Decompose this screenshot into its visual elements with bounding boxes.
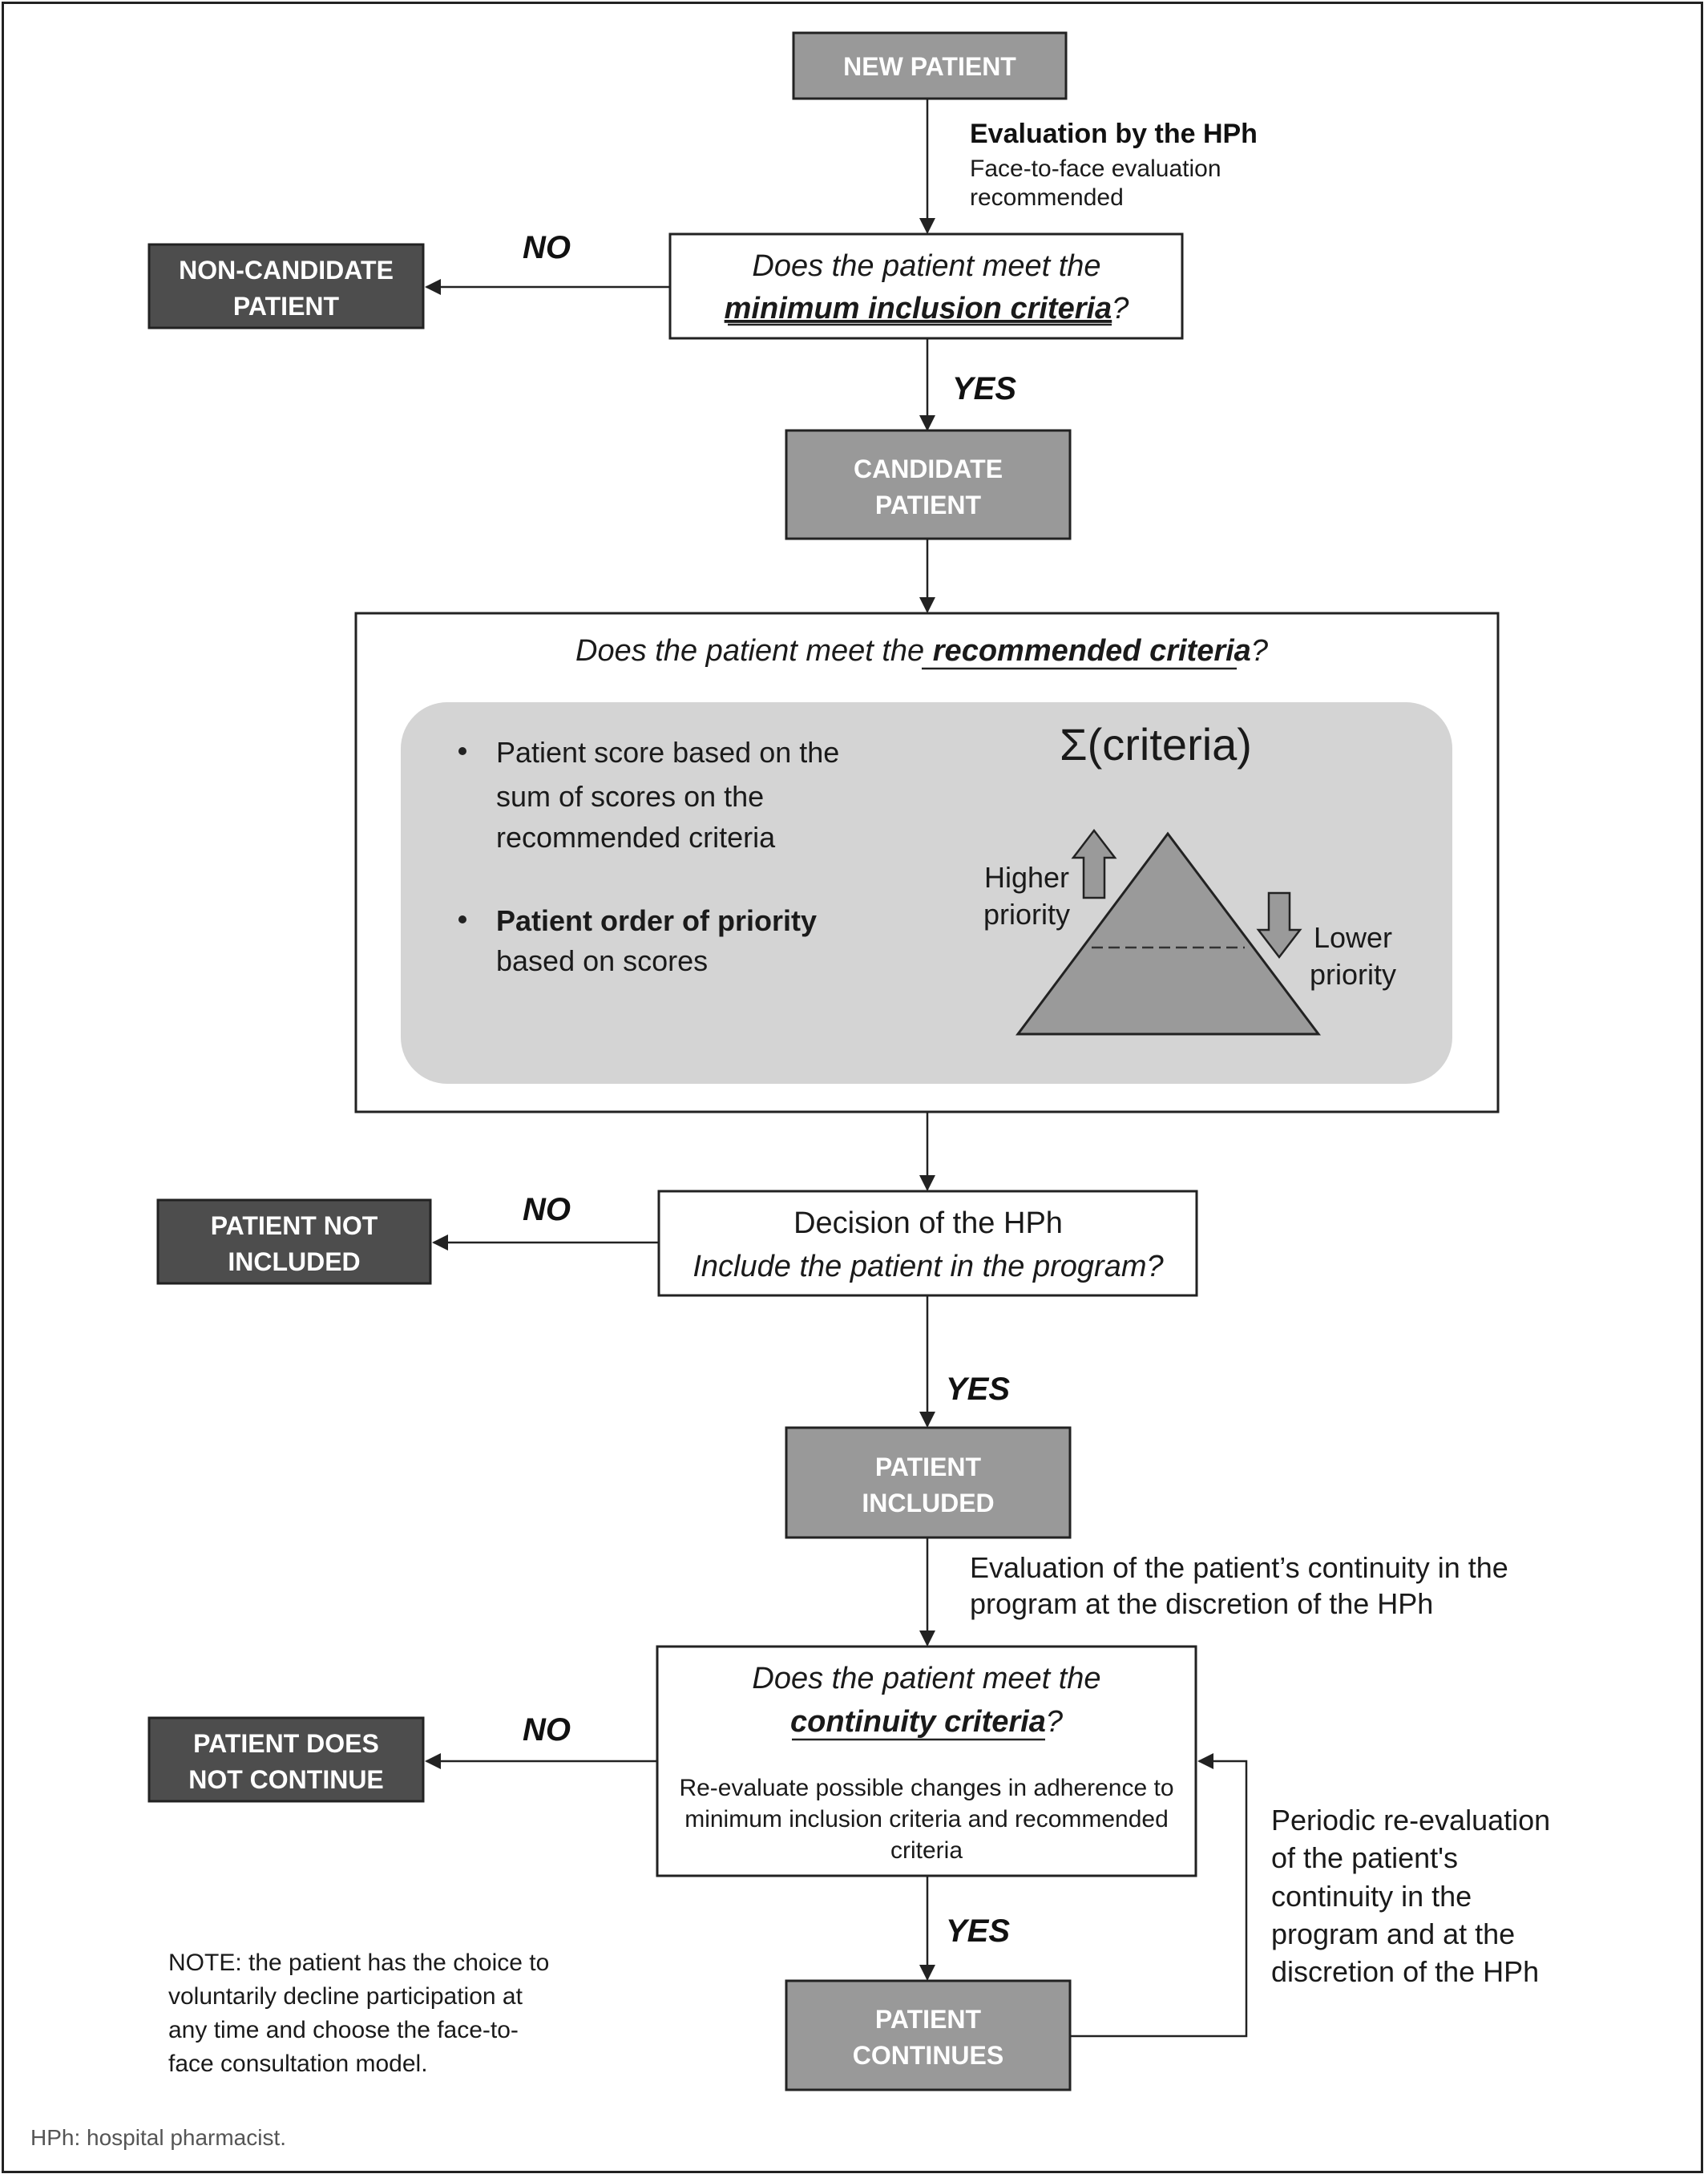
priority-pyramid <box>1016 831 1322 1036</box>
arrow-loop-continues-to-continuity <box>1070 1753 1248 2038</box>
note-line2: voluntarily decline participation at <box>168 1983 523 2010</box>
does-not-continue-line2: NOT CONTINUE <box>188 1765 384 1794</box>
periodic-line4: program and at the <box>1271 1917 1515 1950</box>
q-rec-emphasis: recommended criteria <box>933 634 1251 668</box>
note-line3: any time and choose the face-to- <box>168 2017 519 2043</box>
continues-line2: CONTINUES <box>853 2041 1003 2070</box>
included-line2: INCLUDED <box>862 1489 994 1517</box>
q-rec-end: ? <box>1251 634 1269 668</box>
does-not-continue-line1: PATIENT DOES <box>193 1729 379 1758</box>
decision-line2: Include the patient in the program? <box>692 1250 1164 1283</box>
question-minimum-criteria: Does the patient meet the minimum inclus… <box>668 232 1184 340</box>
lower-line2: priority <box>1310 958 1396 991</box>
periodic-line3: continuity in the <box>1271 1880 1472 1913</box>
node-does-not-continue: PATIENT DOES NOT CONTINUE <box>147 1716 425 1803</box>
q-cont-note-line2: minimum inclusion criteria and recommend… <box>684 1806 1169 1833</box>
no-label-1: NO <box>523 230 571 265</box>
eval-continuity-line1: Evaluation of the patient’s continuity i… <box>970 1551 1508 1584</box>
new-patient-label: NEW PATIENT <box>843 52 1016 81</box>
q-min-emphasis: minimum inclusion criteria <box>725 292 1112 325</box>
lower-line1: Lower <box>1314 921 1392 954</box>
decision-hph: Decision of the HPh Include the patient … <box>657 1190 1198 1297</box>
bullet1-line2: sum of scores on the <box>496 780 764 813</box>
footer-abbreviation: HPh: hospital pharmacist. <box>30 2125 286 2150</box>
q-cont-note-line1: Re-evaluate possible changes in adherenc… <box>679 1775 1173 1801</box>
higher-line1: Higher <box>984 861 1069 894</box>
evaluation-hph-line1: Face-to-face evaluation <box>970 156 1221 182</box>
evaluation-continuity-note: Evaluation of the patient’s continuity i… <box>970 1551 1508 1620</box>
patient-choice-note: NOTE: the patient has the choice to volu… <box>168 1950 549 2077</box>
decision-line1: Decision of the HPh <box>793 1206 1063 1240</box>
bullet1-line1: Patient score based on the <box>496 736 839 769</box>
yes-label-3: YES <box>946 1913 1010 1949</box>
continues-line1: PATIENT <box>875 2005 982 2034</box>
node-included: PATIENT INCLUDED <box>785 1426 1072 1539</box>
svg-text:minimum inclusion criteria?: minimum inclusion criteria? <box>725 292 1130 325</box>
bullet-dot-2 <box>458 915 466 923</box>
bullet2-bold: Patient order of priority <box>496 904 817 937</box>
node-candidate: CANDIDATE PATIENT <box>785 429 1072 540</box>
q-min-line1: Does the patient meet the <box>752 249 1100 283</box>
connectors <box>425 99 1248 2038</box>
q-min-end: ? <box>1112 292 1129 325</box>
q-rec-prefix: Does the patient meet the <box>575 634 933 668</box>
sigma-criteria: Σ(criteria) <box>1060 719 1252 770</box>
node-not-included: PATIENT NOT INCLUDED <box>156 1198 432 1285</box>
no-label-2: NO <box>523 1192 571 1227</box>
yes-label-1: YES <box>952 371 1016 406</box>
included-line1: PATIENT <box>875 1453 982 1481</box>
q-cont-line1: Does the patient meet the <box>752 1662 1100 1695</box>
yes-label-2: YES <box>946 1372 1010 1407</box>
evaluation-hph-note: Evaluation by the HPh Face-to-face evalu… <box>970 119 1258 211</box>
question-continuity-criteria: Does the patient meet the continuity cri… <box>656 1645 1197 1877</box>
periodic-line5: discretion of the HPh <box>1271 1955 1539 1988</box>
q-cont-note-line3: criteria <box>890 1837 963 1864</box>
no-label-3: NO <box>523 1712 571 1748</box>
bullet2-rest: based on scores <box>496 944 708 977</box>
arrow-up-icon <box>1071 828 1117 899</box>
evaluation-hph-title: Evaluation by the HPh <box>970 119 1258 149</box>
q-cont-end: ? <box>1046 1705 1064 1739</box>
not-included-line1: PATIENT NOT <box>211 1211 378 1240</box>
node-continues: PATIENT CONTINUES <box>785 1979 1072 2091</box>
evaluation-hph-line2: recommended <box>970 184 1124 211</box>
not-included-line2: INCLUDED <box>228 1247 360 1276</box>
bullet1-line3: recommended criteria <box>496 821 776 854</box>
note-line1: NOTE: the patient has the choice to <box>168 1950 549 1976</box>
eval-continuity-line2: program at the discretion of the HPh <box>970 1587 1433 1620</box>
non-candidate-line1: NON-CANDIDATE <box>179 256 394 285</box>
svg-text:Does the patient meet the reco: Does the patient meet the recommended cr… <box>575 634 1269 668</box>
svg-text:continuity criteria?: continuity criteria? <box>790 1705 1064 1739</box>
bullet-dot-1 <box>458 747 466 755</box>
non-candidate-line2: PATIENT <box>233 292 340 321</box>
recommended-criteria-panel: Does the patient meet the recommended cr… <box>354 612 1500 1113</box>
candidate-line2: PATIENT <box>875 491 982 519</box>
q-cont-emphasis: continuity criteria <box>790 1705 1046 1739</box>
higher-line2: priority <box>983 898 1070 931</box>
periodic-line1: Periodic re-evaluation <box>1271 1804 1550 1837</box>
arrow-down-icon <box>1256 891 1302 960</box>
periodic-reevaluation-note: Periodic re-evaluation of the patient's … <box>1271 1804 1550 1988</box>
note-line4: face consultation model. <box>168 2051 428 2077</box>
node-non-candidate: NON-CANDIDATE PATIENT <box>147 243 425 329</box>
node-new-patient: NEW PATIENT <box>792 31 1068 100</box>
candidate-line1: CANDIDATE <box>854 455 1003 483</box>
periodic-line2: of the patient's <box>1271 1841 1458 1874</box>
